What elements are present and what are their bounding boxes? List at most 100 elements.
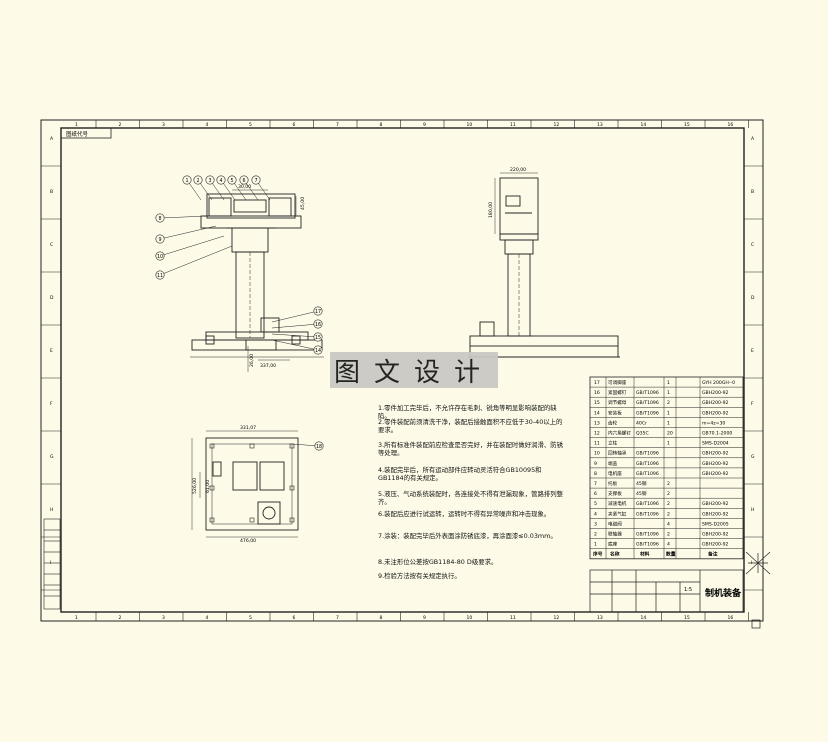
border-left-label: F [50, 401, 53, 407]
bom-cell-name: 立柱 [608, 440, 618, 447]
bom-cell-name: 齿轮 [608, 419, 618, 426]
bom-cell-name: 电机座 [608, 470, 622, 477]
bolt-hole [289, 485, 295, 491]
border-right-label: H [751, 507, 754, 513]
bom-header-std: 材料 [639, 551, 650, 558]
part-balloon [313, 332, 323, 342]
bom-cell-no: 1 [594, 542, 597, 548]
part-balloon [155, 270, 165, 280]
border-top-label: 11 [510, 122, 516, 128]
bom-cell-name: 支撑板 [608, 490, 622, 497]
dim-base-side: 26,00 [249, 354, 255, 367]
bom-header-mat: 备注 [707, 551, 718, 558]
bom-cell-mat: GBH200-92 [702, 390, 729, 396]
dim-side-side: 180,00 [488, 202, 494, 218]
bom-cell-name: 调节螺母 [608, 399, 627, 406]
bom-cell-name: 底座 [608, 541, 618, 548]
bom-cell-mat: GBH200-92 [702, 471, 729, 477]
dim-plan-inner: 61,00 [205, 480, 211, 493]
border-right-label: D [751, 295, 755, 301]
bom-cell-std: 40Cr [636, 420, 647, 426]
technical-note: 1.零件加工完毕后，不允许存在毛刺、锐角等明显影响装配的缺陷。 [378, 404, 557, 420]
bom-header-qty: 数量 [666, 551, 676, 558]
corner-tag: 图纸代号 [66, 130, 89, 138]
border-bottom-label: 11 [510, 615, 516, 621]
border-top-label: 9 [423, 122, 426, 128]
technical-note: 8.未注形位公差按GB1184-80 D级要求。 [378, 558, 498, 566]
bom-cell-qty: 1 [667, 380, 670, 386]
border-bottom-label: 7 [336, 615, 339, 621]
bom-cell-name: 联轴器 [608, 531, 622, 538]
border-bottom-label: 15 [684, 615, 690, 621]
bolt-hole [289, 443, 295, 449]
bom-cell-std: GB/T1096 [636, 532, 659, 538]
side-view [468, 177, 620, 358]
bolt-hole [209, 517, 215, 523]
bolt-hole [249, 517, 255, 523]
technical-note: 5.液压、气动系统装配时，各连接处不得有泄漏现象，管路排列整齐。 [378, 490, 564, 506]
bom-cell-mat: m=4z=30 [702, 420, 725, 426]
part-balloon-label: 4 [219, 178, 222, 184]
border-right-label: G [751, 454, 755, 460]
part-balloon [193, 175, 203, 185]
dim-front-side: 45,00 [300, 197, 306, 210]
dim-side-top: 220,00 [510, 167, 526, 173]
corner-tag-box [60, 127, 112, 139]
part-balloon-label: 18 [316, 444, 322, 450]
border-top-label: 15 [684, 122, 690, 128]
bom-cell-qty: 20 [667, 431, 673, 437]
title-block-scale: 1:5 [684, 587, 692, 593]
border-top-label: 12 [554, 122, 560, 128]
dim-base-bottom: 337,00 [260, 363, 276, 369]
bom-cell-no: 16 [594, 390, 600, 396]
part-balloon [227, 175, 237, 185]
part-balloon [155, 251, 165, 261]
bom-cell-std: GB/T1096 [636, 410, 659, 416]
bom-cell-qty: 4 [667, 542, 670, 548]
bom-cell-qty: 2 [667, 532, 670, 538]
border-top-label: 13 [597, 122, 603, 128]
border-right-label: E [751, 348, 754, 354]
bolt-hole [249, 443, 255, 449]
part-balloon [314, 441, 324, 451]
border-bottom-label: 4 [206, 615, 209, 621]
border-top-label: 1 [75, 122, 78, 128]
border-left-label: E [50, 348, 53, 354]
border-bottom-label: 12 [554, 615, 560, 621]
plan-view [205, 437, 299, 531]
bom-cell-no: 4 [594, 511, 597, 517]
dim-plan-top: 331,07 [240, 425, 256, 431]
border-left-label: G [50, 454, 54, 460]
part-balloon-label: 11 [157, 273, 163, 279]
border-bottom-label: 13 [597, 615, 603, 621]
border-bottom-label: 14 [641, 615, 647, 621]
bom-cell-no: 14 [594, 410, 600, 416]
inner-frame [60, 127, 745, 613]
bom-cell-qty: 4 [667, 521, 670, 527]
border-bottom-label: 2 [119, 615, 122, 621]
border-top-label: 10 [467, 122, 473, 128]
part-balloon-label: 15 [315, 335, 321, 341]
bom-cell-no: 10 [594, 451, 600, 457]
part-balloon [155, 213, 165, 223]
front-dim-lines [232, 189, 297, 372]
bom-cell-std: Q35C [636, 431, 649, 437]
bom-cell-name: 可调脚座 [608, 379, 627, 386]
border-left-label: A [50, 136, 54, 142]
bom-cell-qty: 1 [667, 441, 670, 447]
bolt-hole [209, 443, 215, 449]
bom-cell-no: 2 [594, 532, 597, 538]
bom-cell-std: 45钢 [636, 490, 647, 497]
bom-cell-name: 夹紧气缸 [608, 510, 627, 517]
bom-cell-std: GB/T1096 [636, 511, 659, 517]
technical-note: 6.装配后应进行试运转，运转时不得有异常噪声和冲击现象。 [378, 510, 551, 518]
border-top-label: 14 [641, 122, 647, 128]
part-balloon [155, 234, 165, 244]
bom-cell-mat: GBH200-92 [702, 501, 729, 507]
bom-cell-qty: 2 [667, 481, 670, 487]
bom-cell-no: 15 [594, 400, 600, 406]
bom-cell-name: 托板 [608, 480, 618, 487]
